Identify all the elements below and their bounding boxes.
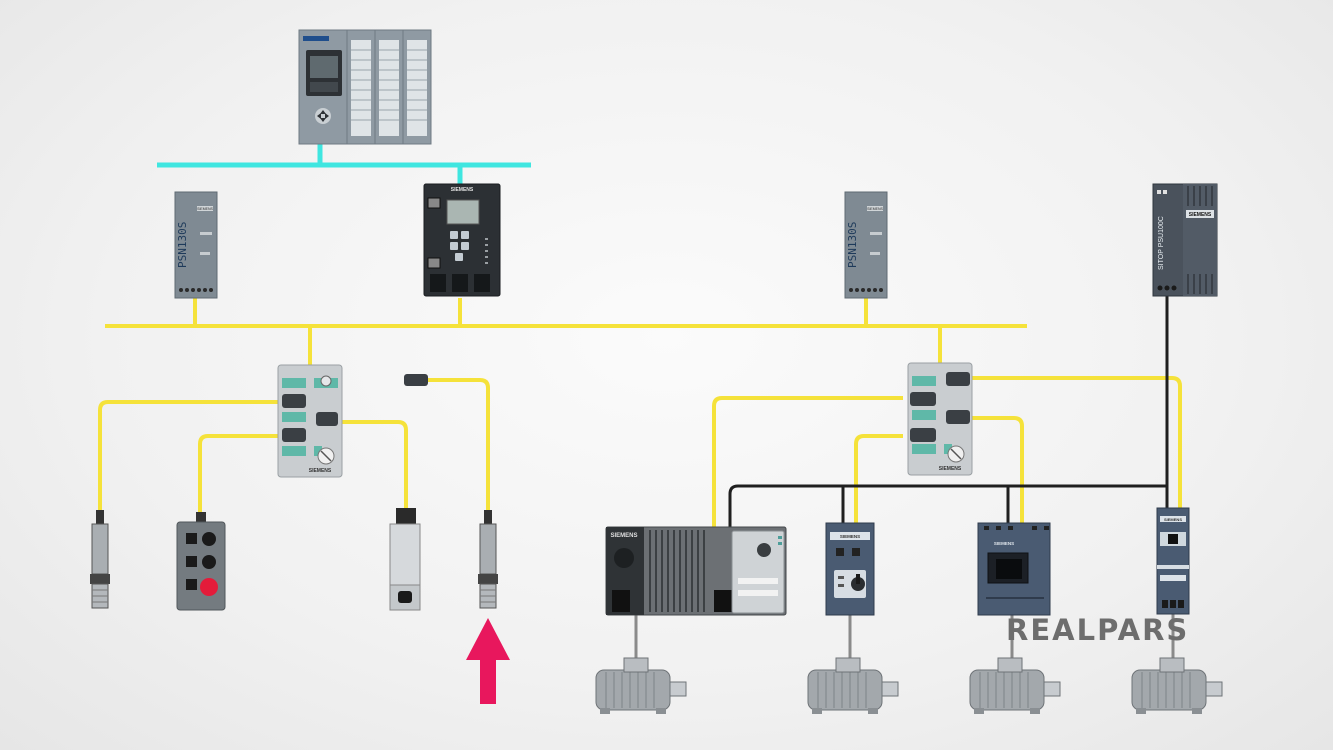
- proximity-sensor-left: [90, 510, 110, 609]
- breaker-brand: SIEMENS: [1164, 517, 1182, 522]
- profinet-bus: [157, 143, 531, 185]
- psu-left-model-label: PSN130S: [176, 222, 189, 268]
- contactor-brand: SIEMENS: [994, 541, 1014, 546]
- highlight-arrow: [466, 618, 510, 704]
- psu-left-brand: SIEMENS: [197, 207, 213, 211]
- io-module-left-brand: SIEMENS: [309, 468, 332, 474]
- asi-cables: [98, 298, 1182, 528]
- frequency-drive: SIEMENS: [605, 526, 787, 616]
- asi-gateway: SIEMENS: [423, 183, 501, 297]
- power-supply-left: SIEMENS PSN130S: [174, 191, 218, 299]
- asi-io-module-left: SIEMENS: [277, 364, 343, 478]
- gateway-brand: SIEMENS: [451, 187, 474, 193]
- motor-starter: SIEMENS: [825, 522, 875, 616]
- gateway-buttons: [450, 231, 469, 261]
- power-supply-sitop: SIEMENS SITOP PSU100C: [1152, 183, 1218, 297]
- proximity-sensor-right: [404, 374, 498, 609]
- psu-right-model-label: PSN130S: [846, 222, 859, 268]
- emergency-stop-button: [200, 578, 218, 596]
- circuit-breaker: SIEMENS: [1156, 507, 1190, 615]
- psu-right-brand: SIEMENS: [867, 207, 883, 211]
- plc-navigation-pad: [315, 108, 331, 124]
- motor-2: [807, 657, 899, 714]
- io-module-right-brand: SIEMENS: [939, 466, 962, 472]
- drive-brand: SIEMENS: [610, 533, 637, 539]
- plc-io-modules: [346, 29, 432, 145]
- sitop-model-label: SITOP PSU100C: [1158, 216, 1165, 270]
- limit-switch: [389, 508, 421, 611]
- asi-io-module-right: SIEMENS: [907, 362, 973, 476]
- aux-power-cables: [728, 296, 1169, 528]
- starter-brand: SIEMENS: [840, 534, 860, 539]
- motor-4: [1131, 657, 1223, 714]
- sitop-brand: SIEMENS: [1189, 212, 1212, 218]
- motor-3: [969, 657, 1061, 714]
- motor-1: [595, 657, 687, 714]
- realpars-watermark: REALPARS: [1006, 613, 1190, 647]
- motor-cables: [634, 614, 1175, 660]
- contactor: SIEMENS: [977, 522, 1051, 616]
- push-button-station: [176, 512, 226, 611]
- plc-cpu: [298, 29, 432, 145]
- power-supply-right: SIEMENS PSN130S: [844, 191, 888, 299]
